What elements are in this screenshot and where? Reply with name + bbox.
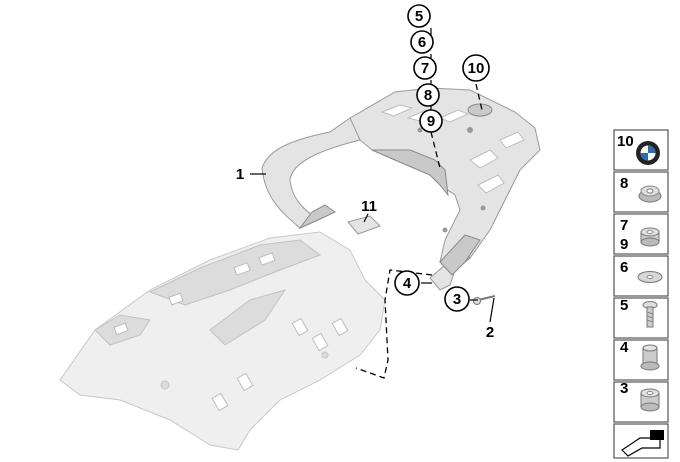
svg-text:9: 9 — [620, 236, 628, 253]
callout-7: 7 — [413, 56, 437, 80]
callout-6: 6 — [410, 30, 434, 54]
grommet-icon — [640, 227, 660, 247]
legend-row-7-9: 7 9 — [613, 213, 669, 255]
bolt-icon — [642, 301, 658, 328]
bmw-logo-icon — [636, 141, 660, 165]
callout-1: 1 — [236, 166, 244, 183]
legend-row-3: 3 — [613, 380, 669, 423]
svg-text:7: 7 — [421, 60, 429, 77]
cover-shield — [59, 231, 386, 451]
page-arrow-icon — [621, 430, 664, 457]
svg-text:3: 3 — [453, 291, 461, 308]
luggage-rack — [261, 87, 541, 291]
sleeve-icon — [640, 344, 660, 371]
legend-row-4: 4 — [613, 339, 669, 381]
svg-text:8: 8 — [620, 175, 628, 192]
callout-5: 5 — [407, 4, 431, 28]
screw-part — [473, 295, 496, 305]
legend-row-10: 10 — [613, 129, 669, 171]
clip-nut-icon — [638, 185, 662, 203]
svg-text:11: 11 — [361, 198, 377, 215]
callout-2: 2 — [486, 324, 494, 341]
callout-8: 8 — [416, 83, 440, 107]
svg-text:8: 8 — [424, 87, 432, 104]
legend-row-8: 8 — [613, 171, 669, 213]
legend-row-5: 5 — [613, 297, 669, 339]
washer-icon — [637, 271, 663, 283]
legend-row-6: 6 — [613, 255, 669, 297]
rubber-pad — [347, 215, 381, 235]
svg-text:4: 4 — [403, 275, 412, 292]
spacer-icon — [640, 388, 660, 412]
legend-page-icon-row — [613, 423, 669, 459]
callout-4: 4 — [394, 270, 420, 296]
svg-text:1: 1 — [236, 166, 244, 183]
callout-9: 9 — [419, 109, 443, 133]
svg-text:9: 9 — [427, 113, 435, 130]
callout-11: 11 — [361, 198, 377, 215]
svg-text:4: 4 — [620, 339, 629, 356]
callout-3: 3 — [444, 286, 470, 312]
svg-text:6: 6 — [418, 34, 426, 51]
callout-10: 10 — [462, 54, 490, 82]
parts-legend: 10 8 7 9 — [613, 129, 669, 459]
svg-text:5: 5 — [415, 8, 423, 25]
svg-text:5: 5 — [620, 297, 628, 314]
svg-text:10: 10 — [468, 60, 485, 77]
svg-text:3: 3 — [620, 380, 628, 397]
svg-text:7: 7 — [620, 217, 628, 234]
svg-text:6: 6 — [620, 259, 628, 276]
svg-text:2: 2 — [486, 324, 494, 341]
svg-text:10: 10 — [617, 133, 634, 150]
leader-lines — [250, 28, 495, 379]
